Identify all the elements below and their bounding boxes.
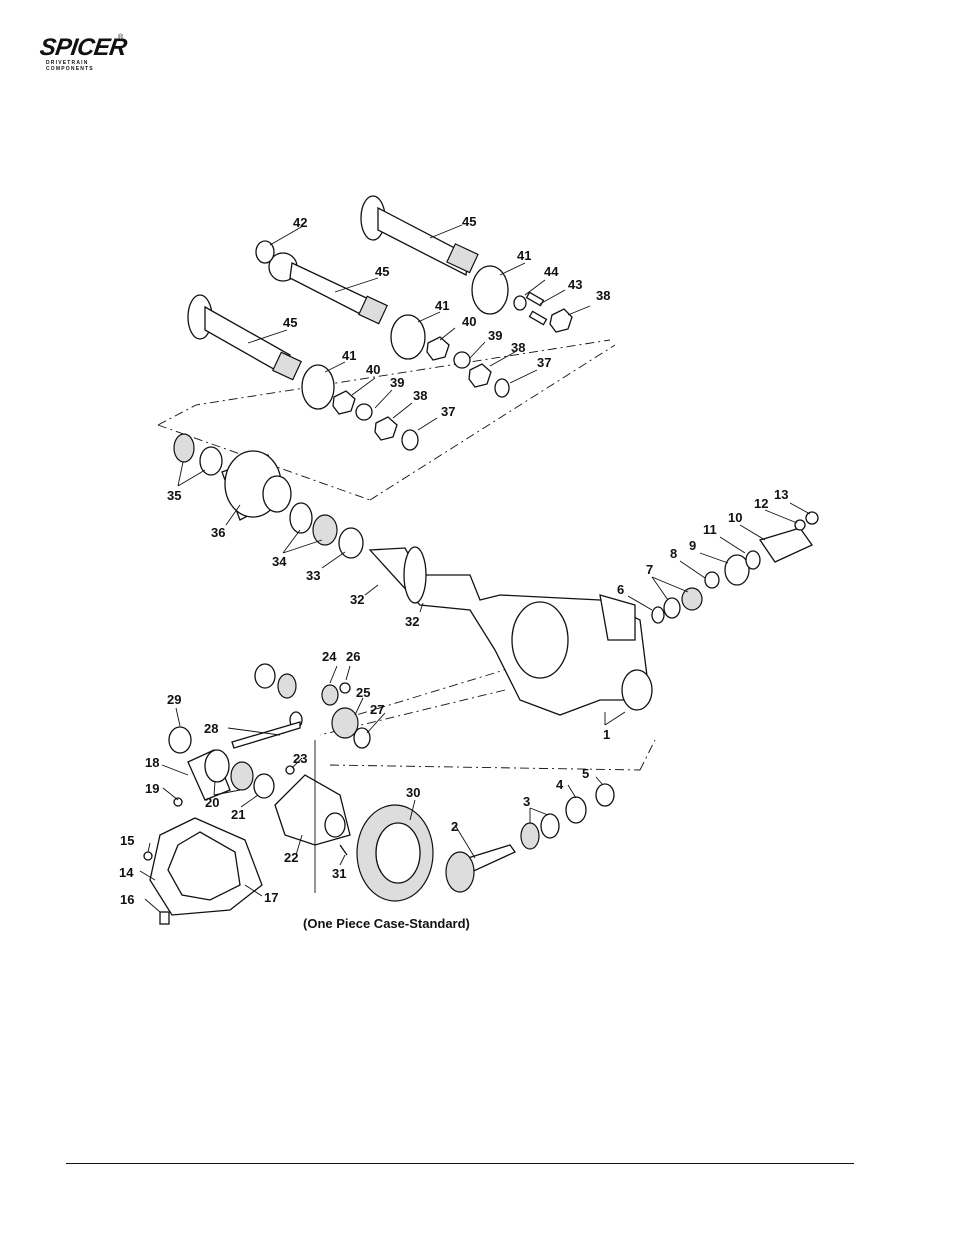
callout-45: 45 [462, 214, 476, 229]
callout-3: 3 [523, 794, 530, 809]
callout-39-low: 39 [390, 375, 404, 390]
callout-43: 43 [568, 277, 582, 292]
callout-21: 21 [231, 807, 245, 822]
callout-41: 41 [517, 248, 531, 263]
callout-41-mid: 41 [435, 298, 449, 313]
callout-22: 22 [284, 850, 298, 865]
callout-38: 38 [596, 288, 610, 303]
footer-rule [66, 1163, 854, 1164]
callout-42: 42 [293, 215, 307, 230]
callout-5: 5 [582, 766, 589, 781]
callout-14: 14 [119, 865, 134, 880]
axle-housing [370, 547, 652, 715]
callout-15: 15 [120, 833, 134, 848]
callout-30: 30 [406, 785, 420, 800]
callout-7: 7 [646, 562, 653, 577]
callout-20: 20 [205, 795, 219, 810]
callout-8: 8 [670, 546, 677, 561]
callout-17: 17 [264, 890, 278, 905]
callout-11: 11 [703, 522, 717, 537]
callout-45-low: 45 [283, 315, 297, 330]
callout-6: 6 [617, 582, 624, 597]
callout-28: 28 [204, 721, 218, 736]
callout-1: 1 [603, 727, 610, 742]
callout-44: 44 [544, 264, 559, 279]
callout-23: 23 [293, 751, 307, 766]
callout-27: 27 [370, 702, 384, 717]
callout-26: 26 [346, 649, 360, 664]
pinion-yoke-stack [652, 512, 818, 623]
callout-18: 18 [145, 755, 159, 770]
callout-19: 19 [145, 781, 159, 796]
callout-12: 12 [754, 496, 768, 511]
axle-shaft-lower [188, 295, 301, 380]
callout-33: 33 [306, 568, 320, 583]
callout-31: 31 [332, 866, 346, 881]
callout-45-mid: 45 [375, 264, 389, 279]
callout-29: 29 [167, 692, 181, 707]
callout-9: 9 [689, 538, 696, 553]
callout-40: 40 [462, 314, 476, 329]
callout-37-low: 37 [441, 404, 455, 419]
callout-34: 34 [272, 554, 287, 569]
callout-41-low: 41 [342, 348, 356, 363]
callout-13: 13 [774, 487, 788, 502]
callout-32-b: 32 [405, 614, 419, 629]
hub-assembly [174, 434, 363, 558]
diagram-caption: (One Piece Case-Standard) [303, 916, 470, 931]
differential-gears [169, 664, 370, 753]
callout-38-mid: 38 [511, 340, 525, 355]
callout-25: 25 [356, 685, 370, 700]
callout-16: 16 [120, 892, 134, 907]
diff-cover [144, 818, 262, 924]
callout-39: 39 [488, 328, 502, 343]
callout-4: 4 [556, 777, 564, 792]
callout-24: 24 [322, 649, 337, 664]
callout-32: 32 [350, 592, 364, 607]
callout-2: 2 [451, 819, 458, 834]
callout-36: 36 [211, 525, 225, 540]
axle-shaft-middle [269, 253, 387, 324]
callout-40-low: 40 [366, 362, 380, 377]
callout-35: 35 [167, 488, 181, 503]
callout-10: 10 [728, 510, 742, 525]
callout-37: 37 [537, 355, 551, 370]
callout-38-low: 38 [413, 388, 427, 403]
